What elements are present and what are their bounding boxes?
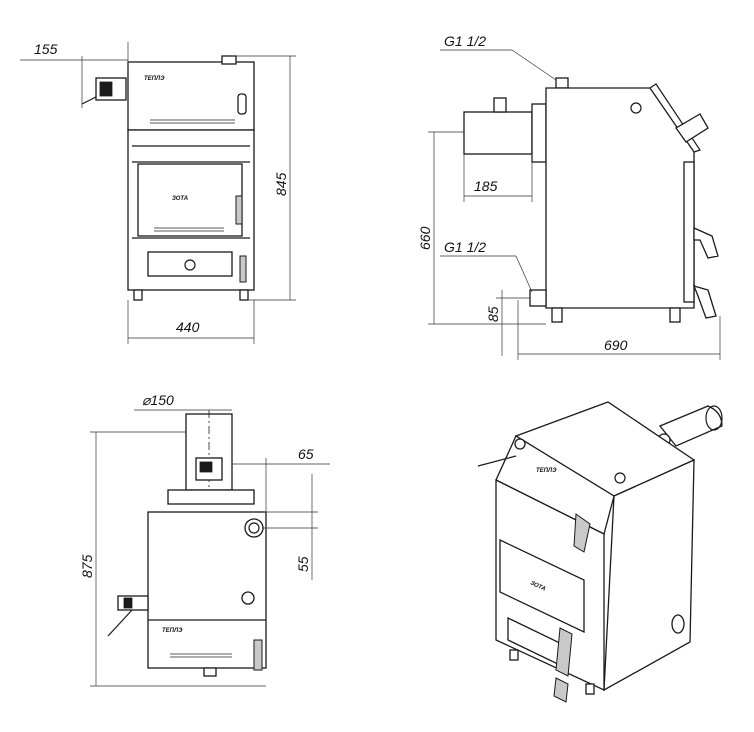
iso-view: ТЕПЛЭ ЗОТА — [477, 401, 723, 703]
side-dim-bottom-connection: G1 1/2 — [444, 239, 486, 255]
side-ash-handle — [692, 285, 717, 319]
side-flue-clamp — [493, 97, 507, 113]
iso-upper-door — [499, 538, 585, 634]
side-bottom-leader — [515, 255, 533, 293]
iso-valve-lever — [477, 455, 517, 467]
side-top-connection — [555, 77, 569, 89]
front-dim-155: 155 — [34, 41, 58, 57]
side-dim-185: 185 — [474, 178, 498, 194]
front-upper-door — [137, 163, 243, 237]
front-ash-handle — [239, 255, 247, 283]
front-thermometer — [237, 93, 247, 115]
rear-top-pipe — [244, 518, 264, 538]
side-dim-660: 660 — [417, 226, 433, 250]
side-body — [545, 87, 695, 309]
front-door-handle — [235, 195, 243, 225]
side-leg-front — [551, 307, 563, 323]
side-flue-collar — [531, 103, 547, 163]
rear-top-pipe-inner — [248, 522, 260, 534]
front-leg-left — [133, 289, 143, 301]
side-thermometer — [630, 102, 642, 114]
rear-dim-65: 65 — [298, 446, 314, 462]
side-lid-edge — [649, 83, 701, 153]
rear-leg — [203, 667, 217, 677]
iso-leg-front — [509, 649, 519, 661]
front-ash-door — [147, 251, 233, 277]
side-dim-top-connection: G1 1/2 — [444, 33, 486, 49]
rear-dim-875: 875 — [79, 554, 95, 578]
iso-top-brand: ТЕПЛЭ — [536, 468, 557, 474]
iso-ash-handle — [553, 677, 569, 703]
front-flue-handle — [81, 96, 97, 105]
side-leg-back — [669, 307, 681, 323]
rear-valve-knob — [123, 597, 133, 609]
front-dim-440: 440 — [176, 319, 200, 335]
side-lid-handle — [675, 113, 709, 143]
iso-lid-handle — [573, 513, 591, 553]
side-flue-pipe — [463, 111, 533, 155]
rear-view: ТЕПЛЭ ⌀150 65 875 55 — [79, 392, 330, 687]
iso-door-handle — [555, 627, 573, 677]
rear-panel-brand: ТЕПЛЭ — [162, 628, 183, 634]
rear-body — [147, 511, 267, 669]
side-door-edge — [683, 161, 695, 303]
side-bottom-connection — [529, 289, 547, 307]
rear-dim-55: 55 — [295, 556, 311, 572]
side-door-handle — [693, 226, 719, 259]
rear-valve-lever — [107, 609, 133, 637]
front-top-outlet — [221, 55, 237, 65]
side-dim-85: 85 — [485, 306, 501, 322]
front-view: ТЕПЛЭ ЗОТА 155 845 440 — [20, 41, 296, 344]
iso-flue-opening — [705, 405, 723, 431]
rear-valve — [117, 595, 149, 611]
iso-side-pipe — [671, 614, 685, 634]
iso-valve — [514, 438, 526, 450]
iso-top-sensor — [614, 472, 626, 484]
rear-top-plate — [167, 489, 255, 505]
front-top-brand: ТЕПЛЭ — [144, 76, 165, 82]
front-flue-damper — [99, 81, 113, 97]
front-dim-845: 845 — [273, 172, 289, 196]
side-top-leader — [511, 49, 557, 81]
iso-leg-right — [585, 683, 595, 695]
rear-flue-damper — [199, 461, 213, 473]
rear-handle — [253, 639, 263, 671]
rear-sensor — [241, 591, 255, 605]
front-top-cover — [127, 61, 255, 131]
side-dim-690: 690 — [604, 337, 628, 353]
front-door-brand: ЗОТА — [172, 196, 188, 202]
side-view: G1 1/2 185 660 G1 1/2 85 690 — [417, 33, 721, 360]
rear-dim-150: ⌀150 — [142, 392, 174, 408]
front-ash-door-knob — [184, 259, 196, 271]
front-leg-right — [239, 289, 249, 301]
iso-right-side — [603, 458, 695, 692]
